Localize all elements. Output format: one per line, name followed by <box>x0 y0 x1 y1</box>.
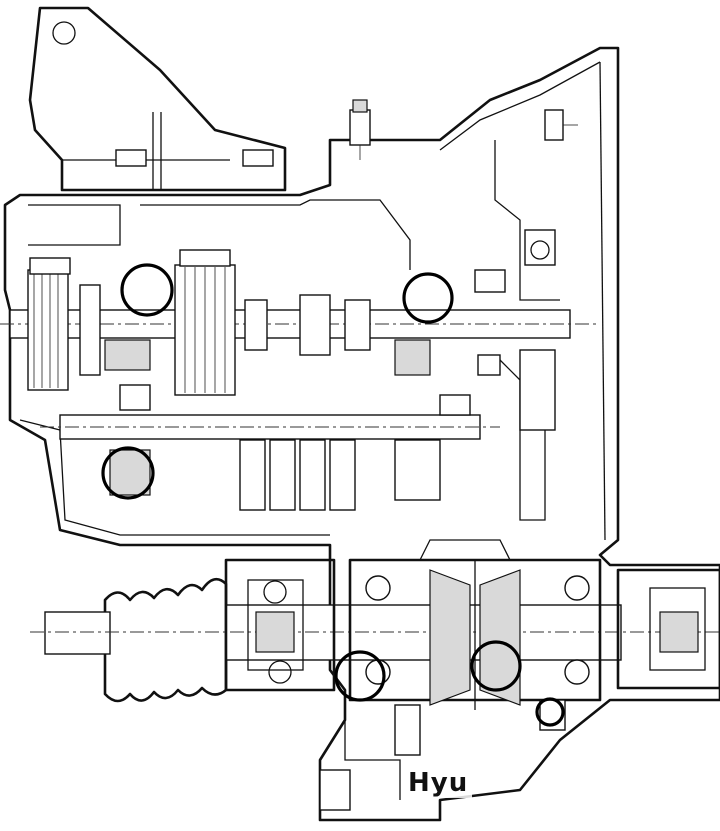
highlight-ring-6 <box>535 697 565 727</box>
highlight-ring-4 <box>334 650 386 702</box>
gear-teeth <box>33 267 226 393</box>
cv-joint-left <box>224 558 336 692</box>
mount-hole <box>52 21 76 45</box>
clutch-assembly <box>474 109 578 521</box>
highlight-ring-2 <box>402 272 454 324</box>
highlight-ring-3 <box>101 446 155 500</box>
input-shaft <box>0 249 600 396</box>
highlight-rings <box>101 263 565 727</box>
output-shaft <box>40 384 500 511</box>
speed-sensor <box>349 109 371 146</box>
cv-boot <box>103 577 228 703</box>
highlight-ring-1 <box>120 263 174 317</box>
cv-joint-right <box>616 568 720 690</box>
differential <box>348 539 602 710</box>
transmission-housing <box>3 46 720 822</box>
axle-shaft <box>30 604 720 661</box>
highlight-ring-5 <box>470 640 522 692</box>
watermark: Hyu <box>404 768 473 798</box>
mounting-bracket <box>28 6 287 192</box>
